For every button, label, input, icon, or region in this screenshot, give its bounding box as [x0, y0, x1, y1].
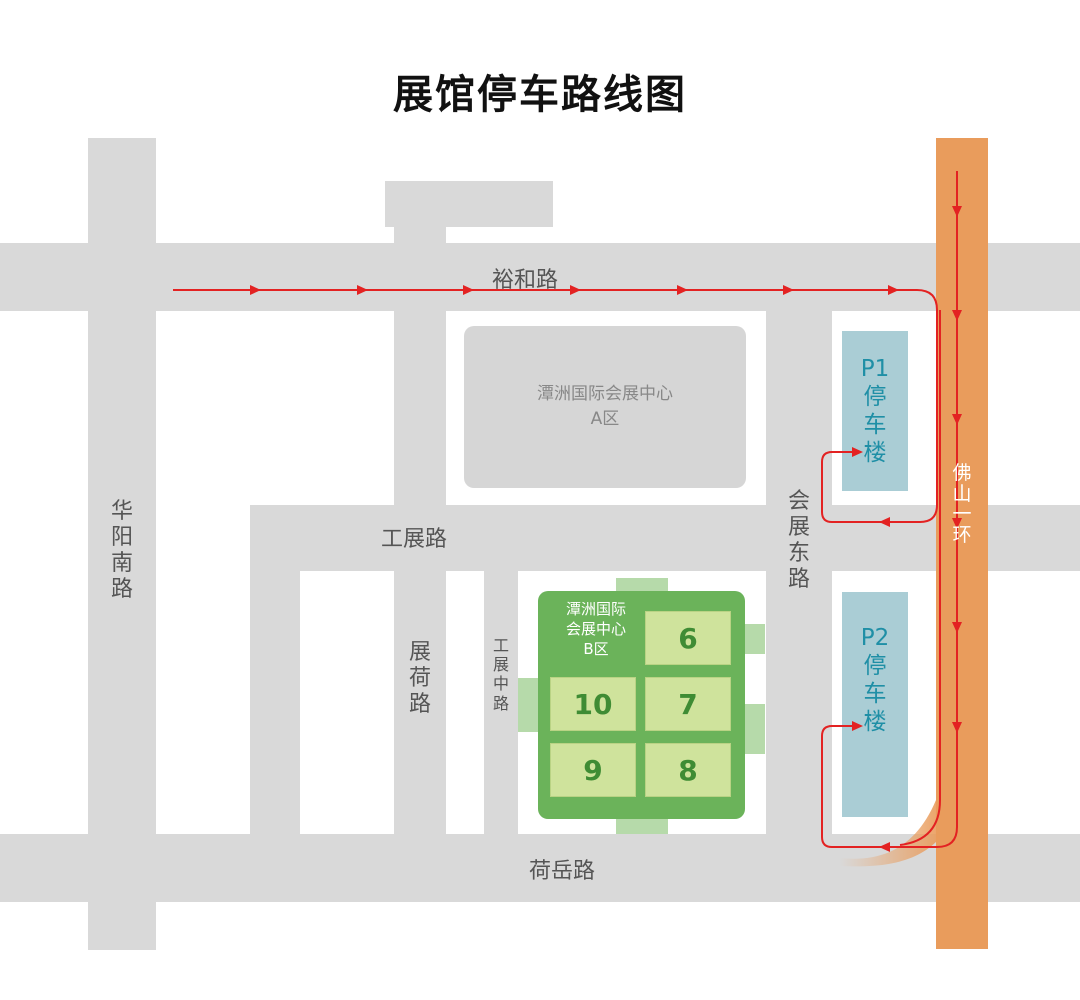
page-title: 展馆停车路线图 — [393, 72, 687, 118]
road-yuhe — [0, 243, 1080, 311]
arrow-ring-1 — [952, 206, 962, 217]
hall-b-entrance-east-1 — [743, 624, 765, 654]
hall-8: 8 — [645, 743, 731, 797]
arrow-p2-exit — [879, 842, 890, 852]
arrow-yuhe-5 — [677, 285, 688, 295]
label-zhanhe: 展 荷 路 — [408, 640, 431, 717]
road-foshan-yihuan — [936, 138, 988, 949]
arrow-p1-exit — [879, 517, 890, 527]
label-gongzhan: 工展路 — [381, 527, 448, 552]
hall-b-entrance-east-2 — [743, 704, 765, 754]
road-gongzhanzhong — [484, 570, 518, 840]
label-huayang-nan: 华 阳 南 路 — [110, 499, 133, 602]
route-p1-entry — [821, 451, 920, 523]
route-ring-south — [880, 171, 958, 848]
hall-b-name: 潭洲国际 会展中心 B区 — [565, 600, 626, 658]
arrow-p1-entry — [852, 447, 863, 457]
label-heyue: 荷岳路 — [529, 859, 596, 884]
hall-a: 潭洲国际会展中心 A区 — [464, 326, 746, 488]
arrow-ring-4 — [952, 518, 962, 529]
ring-ramp — [840, 800, 936, 867]
route-ring-p2-curve — [899, 310, 941, 846]
hall-6: 6 — [645, 611, 731, 665]
route-yuhe — [173, 289, 938, 523]
arrow-yuhe-1 — [250, 285, 261, 295]
arrow-ring-6 — [952, 722, 962, 733]
label-huizhandong: 会 展 东 路 — [787, 489, 810, 592]
hall-9: 9 — [550, 743, 636, 797]
road-zhanhe — [394, 226, 446, 840]
hall-7: 7 — [645, 677, 731, 731]
arrow-ring-3 — [952, 414, 962, 425]
parking-p2: P2 停 车 楼 — [842, 592, 908, 817]
arrow-yuhe-7 — [888, 285, 899, 295]
road-north-stub — [385, 181, 553, 227]
hall-b-entrance-west — [518, 678, 540, 732]
hall-a-name: 潭洲国际会展中心 — [537, 384, 673, 405]
hall-10: 10 — [550, 677, 636, 731]
parking-p1: P1 停 车 楼 — [842, 331, 908, 491]
arrow-ring-5 — [952, 622, 962, 633]
road-west-vertical — [250, 505, 300, 840]
hall-b-entrance-south — [616, 816, 668, 834]
label-yuhe: 裕和路 — [492, 268, 559, 293]
road-heyue — [0, 834, 1080, 902]
arrow-yuhe-3 — [463, 285, 474, 295]
arrow-p2-entry — [852, 721, 863, 731]
hall-b-entrance-north — [616, 578, 668, 594]
arrow-yuhe-4 — [570, 285, 581, 295]
arrow-yuhe-6 — [783, 285, 794, 295]
arrow-yuhe-2 — [357, 285, 368, 295]
arrow-ring-2 — [952, 310, 962, 321]
label-gongzhanzhong: 工 展 中 路 — [492, 636, 509, 713]
hall-a-zone: A区 — [590, 409, 620, 429]
block-gap — [832, 311, 842, 505]
label-foshan-yihuan: 佛 山 一 环 — [952, 462, 972, 546]
route-p2-entry — [821, 725, 880, 848]
